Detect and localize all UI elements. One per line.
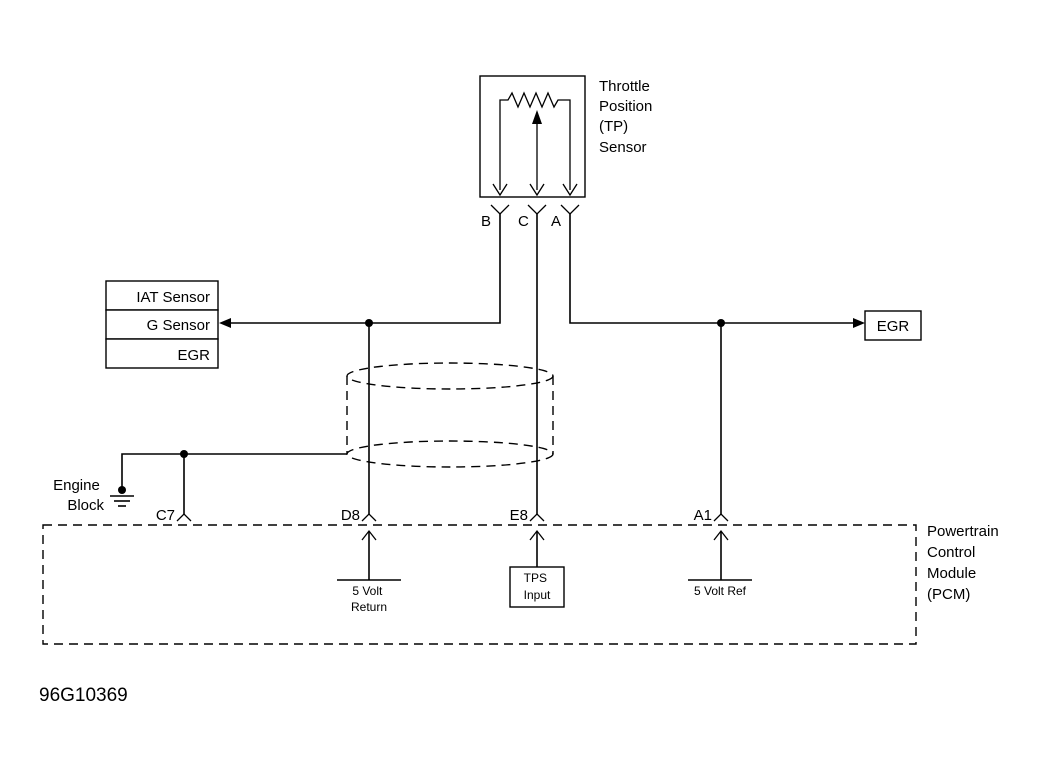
d8-internal-arrow-icon [361, 529, 377, 541]
terminal-c7-icon [176, 513, 192, 522]
pin-b-connector-icon [490, 204, 510, 215]
pcm-terminals: C7 D8 E8 A1 [156, 507, 729, 524]
tps-input-box [509, 566, 565, 608]
right-egr-box: EGR [864, 310, 922, 341]
tp-sensor-housing [479, 75, 586, 198]
potentiometer-resistor-icon [499, 91, 571, 190]
left-box-iat-label: IAT Sensor [136, 289, 210, 306]
e8-function-label: TPS Input [524, 571, 551, 602]
wire-a-to-egr [569, 214, 856, 324]
terminal-a1-icon [713, 513, 729, 522]
e8-function-line2: Input [524, 588, 551, 602]
tp-sensor-title-line4: Sensor [599, 139, 647, 156]
engine-block-ground: Engine Block [53, 477, 134, 514]
splice-a [717, 319, 725, 327]
wiper-arrow-icon [532, 110, 542, 124]
pin-b-arrow-icon [492, 183, 508, 197]
tp-sensor-title: Throttle Position (TP) Sensor [599, 78, 657, 156]
pcm-dashed-boundary [42, 524, 917, 645]
shield-cylinder [346, 362, 554, 468]
tp-sensor: B C A Throttle Position (TP) Sensor [479, 75, 657, 230]
shield-bottom-ellipse [346, 440, 554, 468]
d8-function-label: 5 Volt Return [351, 584, 387, 614]
pin-b-label: B [481, 213, 491, 230]
a1-internal-arrow-icon [713, 529, 729, 541]
pin-c-label: C [518, 213, 529, 230]
e8-function-line1: TPS [524, 571, 547, 585]
terminal-e8-icon [529, 513, 545, 522]
a1-function-label: 5 Volt Ref [694, 584, 747, 598]
terminal-a1-label: A1 [694, 507, 712, 524]
splice-drain [180, 450, 188, 458]
pcm-title: Powertrain Control Module (PCM) [927, 523, 1003, 603]
splice-b [365, 319, 373, 327]
engine-block-label-line2: Block [67, 497, 104, 514]
figure-id: 96G10369 [39, 685, 128, 706]
d8-function-line1: 5 Volt [352, 584, 383, 598]
pcm-title-line2: Control [927, 544, 975, 561]
shield-drain-wire [121, 453, 347, 490]
tp-sensor-title-line3: (TP) [599, 118, 628, 135]
left-box-row-egr [105, 338, 219, 369]
engine-block-label: Engine Block [53, 477, 104, 514]
left-box-row-g [105, 309, 219, 340]
pin-a-label: A [551, 213, 561, 230]
engine-block-label-line1: Engine [53, 477, 100, 494]
terminal-e8-label: E8 [510, 507, 528, 524]
shield-top-ellipse [346, 362, 554, 390]
terminal-d8-icon [361, 513, 377, 522]
pin-a-arrow-icon [562, 183, 578, 197]
pcm-title-line1: Powertrain [927, 523, 999, 540]
terminal-d8-label: D8 [341, 507, 360, 524]
left-box-arrow-icon [219, 318, 231, 328]
left-box-egr-label: EGR [177, 347, 210, 364]
d8-function-line2: Return [351, 600, 387, 614]
e8-internal-arrow-icon [529, 529, 545, 541]
pin-c-arrow-icon [529, 183, 545, 197]
right-egr-rect [864, 310, 922, 341]
tp-sensor-title-line1: Throttle [599, 78, 650, 95]
wire-b-to-left-box [228, 214, 501, 324]
right-egr-arrow-icon [853, 318, 865, 328]
left-box-g-label: G Sensor [147, 317, 210, 334]
pcm-module: 5 Volt Return TPS Input 5 Volt Ref Power… [42, 523, 1003, 645]
left-destination-box: IAT Sensor G Sensor EGR [105, 280, 219, 369]
right-egr-label: EGR [877, 318, 910, 335]
tp-sensor-title-line2: Position [599, 98, 652, 115]
pin-a-connector-icon [560, 204, 580, 215]
pcm-title-line4: (PCM) [927, 586, 970, 603]
ground-splice [118, 486, 126, 494]
wiring [121, 214, 865, 515]
terminal-c7-label: C7 [156, 507, 175, 524]
pin-c-connector-icon [527, 204, 547, 215]
pcm-title-line3: Module [927, 565, 976, 582]
